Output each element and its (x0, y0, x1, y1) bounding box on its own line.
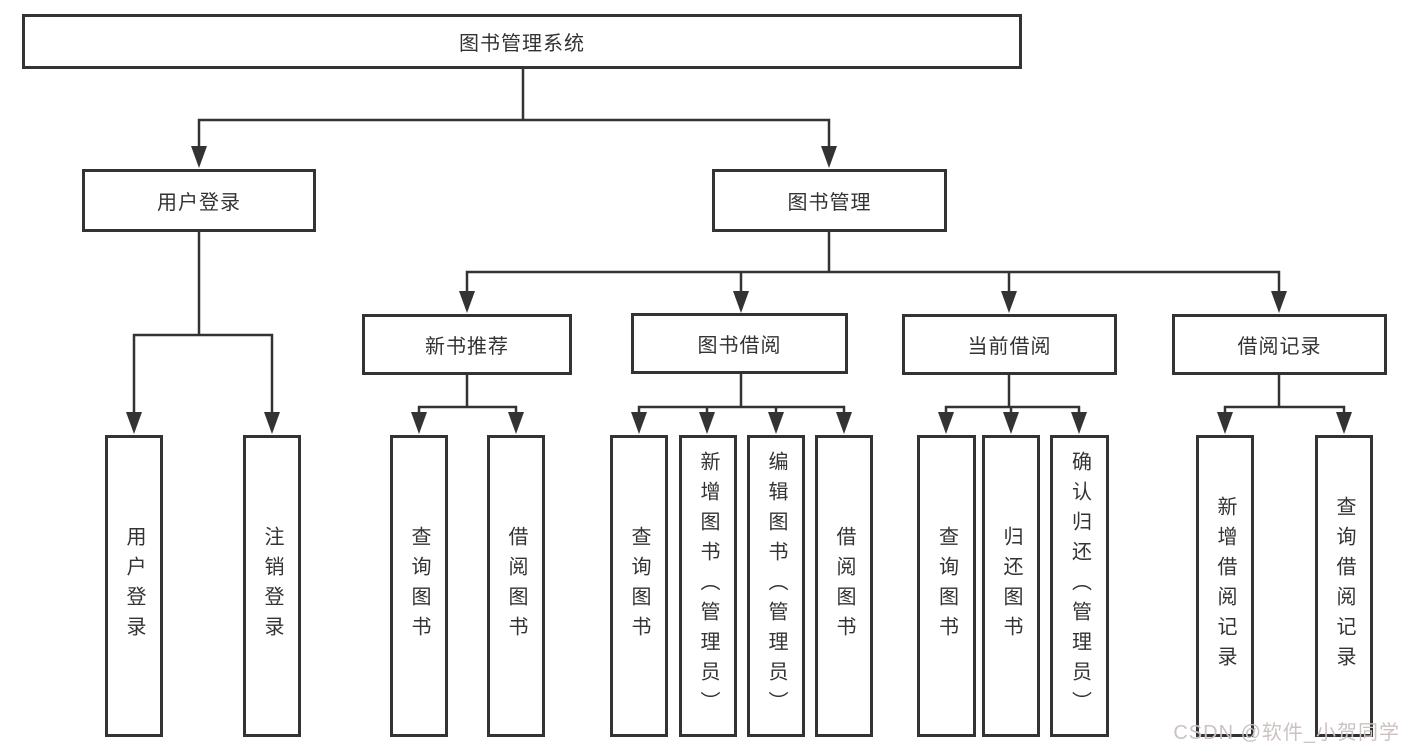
leaf-return-books: 归还图书 (982, 435, 1040, 737)
arrow-icon (821, 146, 837, 168)
leaf-add-borrow-record: 新增借阅记录 (1196, 435, 1254, 737)
node-label: 新增图书（管理员） (697, 451, 719, 721)
leaf-borrow-books-borrowing: 借阅图书 (815, 435, 873, 737)
node-label: 查询图书 (935, 526, 958, 646)
node-current-borrowing: 当前借阅 (902, 314, 1117, 375)
arrow-icon (459, 291, 475, 313)
leaf-user-login: 用户登录 (105, 435, 163, 737)
arrow-icon (631, 412, 647, 434)
node-label: 借阅记录 (1237, 336, 1322, 358)
connector-current-borrowing-branch (944, 373, 1081, 420)
node-root-system: 图书管理系统 (22, 14, 1022, 69)
arrow-icon (1336, 412, 1352, 434)
arrowheads (126, 146, 1352, 434)
node-label: 用户登录 (157, 192, 241, 214)
arrow-icon (264, 412, 280, 434)
node-label: 图书管理系统 (459, 33, 585, 55)
node-label: 新增借阅记录 (1214, 496, 1236, 676)
arrow-icon (1271, 291, 1287, 313)
connector-new-book-branch (417, 373, 518, 420)
leaf-borrow-books-recommend: 借阅图书 (487, 435, 545, 737)
arrow-icon (938, 412, 954, 434)
node-label: 图书管理 (787, 192, 872, 214)
leaf-query-borrow-record: 查询借阅记录 (1315, 435, 1373, 737)
node-label: 查询借阅记录 (1333, 496, 1355, 676)
connector-root-branch (197, 67, 831, 154)
node-book-management: 图书管理 (712, 169, 947, 232)
arrow-icon (411, 412, 427, 434)
arrow-icon (768, 412, 784, 434)
arrow-icon (1217, 412, 1233, 434)
connector-book-borrowing-branch (637, 373, 846, 420)
node-user-login: 用户登录 (82, 169, 316, 232)
leaf-query-books-borrowing: 查询图书 (610, 435, 668, 737)
leaf-confirm-return-admin: 确认归还（管理员） (1050, 435, 1109, 737)
arrow-icon (508, 412, 524, 434)
csdn-watermark: CSDN @软件_小贺同学 (1173, 722, 1400, 744)
node-label: 归还图书 (1000, 526, 1022, 646)
node-label: 编辑图书（管理员） (765, 451, 787, 721)
node-label: 图书借阅 (697, 335, 782, 357)
node-label: 借阅图书 (833, 526, 855, 646)
connector-user-login-branch (132, 230, 274, 420)
arrow-icon (1001, 291, 1017, 313)
connector-book-management-branch (465, 230, 1281, 299)
node-label: 借阅图书 (505, 526, 527, 646)
leaf-logout: 注销登录 (243, 435, 301, 737)
arrow-icon (733, 291, 749, 313)
arrow-icon (126, 412, 142, 434)
leaf-query-books-current: 查询图书 (917, 435, 976, 737)
arrow-icon (1003, 412, 1019, 434)
leaf-add-books-admin: 新增图书（管理员） (679, 435, 737, 737)
leaf-query-books-recommend: 查询图书 (390, 435, 448, 737)
node-new-book-recommend: 新书推荐 (362, 314, 572, 375)
node-book-borrowing: 图书借阅 (631, 313, 848, 374)
node-label: 注销登录 (261, 526, 283, 646)
arrow-icon (191, 146, 207, 168)
connector-borrow-records-branch (1223, 373, 1346, 420)
leaf-edit-books-admin: 编辑图书（管理员） (747, 435, 805, 737)
node-label: 用户登录 (123, 526, 145, 646)
arrow-icon (836, 412, 852, 434)
node-borrow-records: 借阅记录 (1172, 314, 1387, 375)
node-label: 查询图书 (628, 526, 650, 646)
node-label: 新书推荐 (425, 336, 509, 358)
node-label: 查询图书 (408, 526, 430, 646)
node-label: 确认归还（管理员） (1068, 451, 1091, 721)
node-label: 当前借阅 (967, 336, 1052, 358)
arrow-icon (1071, 412, 1087, 434)
arrow-icon (699, 412, 715, 434)
